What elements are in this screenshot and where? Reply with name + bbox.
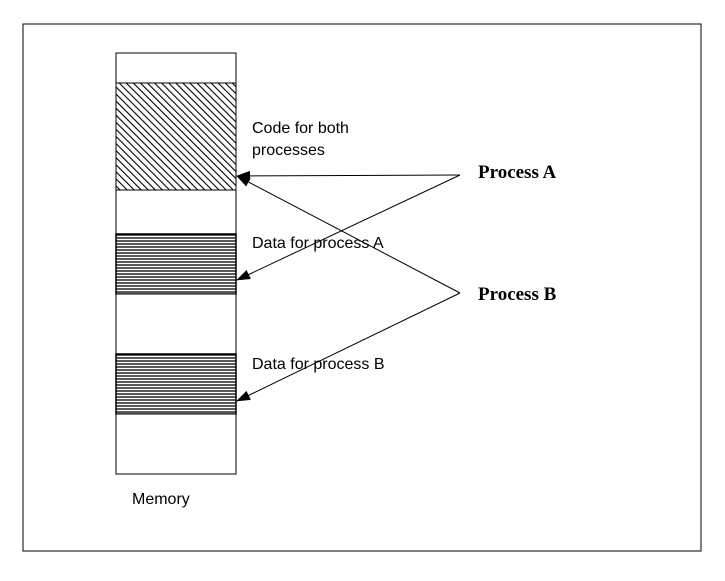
memory-column	[115, 52, 237, 475]
arrow-process-a-to-data-a	[236, 174, 461, 281]
data-b-label: Data for process B	[252, 356, 385, 373]
memory-segment-free	[115, 413, 237, 475]
memory-segment-free	[115, 293, 237, 355]
process-b-label: Process B	[478, 284, 557, 305]
data-a-label: Data for process A	[252, 235, 384, 252]
code-label-line2: processes	[252, 142, 325, 159]
memory-segment-data-a	[115, 233, 237, 295]
arrow-process-b-to-data-b	[236, 292, 461, 402]
memory-label: Memory	[132, 491, 190, 508]
memory-segment-code	[115, 82, 237, 191]
memory-segment-data-b	[115, 353, 237, 415]
memory-segment-free	[115, 52, 237, 84]
process-a-label: Process A	[478, 162, 557, 183]
arrow-process-b-to-code	[236, 175, 461, 294]
code-label-line1: Code for both	[252, 120, 349, 137]
memory-segment-free	[115, 189, 237, 235]
arrow-process-a-to-code	[236, 170, 461, 181]
